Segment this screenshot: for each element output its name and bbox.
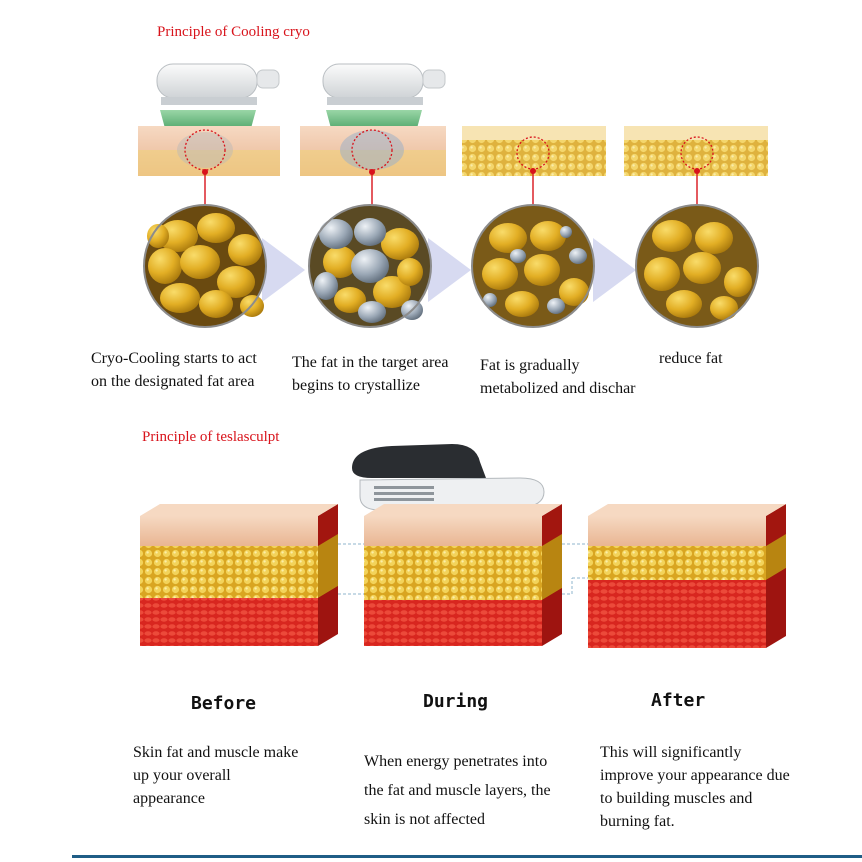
caption-line: reduce fat: [659, 350, 723, 367]
focus-ring-1: [184, 129, 226, 171]
desc-line: the fat and muscle layers, the: [364, 782, 551, 799]
caption-line: metabolized and dischar: [480, 380, 636, 397]
caption-line: begins to crystallize: [292, 377, 420, 394]
desc-line: skin is not affected: [364, 811, 486, 828]
skin-strip-2: [300, 126, 446, 176]
stage-label-during: During: [423, 691, 489, 712]
desc-line: to building muscles and: [600, 790, 753, 807]
transition-arrow-2: [428, 238, 471, 302]
desc-line: burning fat.: [600, 813, 675, 830]
desc-line: When energy penetrates into: [364, 753, 548, 770]
cryo-step-3-caption: Fat is gradually metabolized and dischar: [480, 354, 636, 400]
bottom-divider: [72, 855, 862, 858]
fat-cells-magnified-2: [308, 204, 432, 328]
desc-line: This will significantly: [600, 744, 742, 761]
cryo-step-1-caption: Cryo-Cooling starts to act on the design…: [91, 347, 257, 393]
transition-arrow-3: [593, 238, 636, 302]
teslasculpt-handpiece: [352, 444, 545, 511]
desc-line: Skin fat and muscle make: [133, 744, 299, 761]
transition-arrow-1: [262, 238, 305, 302]
comparison-guides: [338, 543, 588, 595]
tissue-block-before: [140, 504, 338, 646]
desc-line: up your overall: [133, 767, 231, 784]
tesla-section-title: Principle of teslasculpt: [142, 429, 280, 445]
tissue-block-during: [364, 504, 562, 646]
focus-ring-2: [351, 129, 393, 171]
fat-cells-magnified-1: [143, 204, 267, 328]
fat-cells-magnified-3: [471, 204, 595, 328]
cryo-step-4-caption: reduce fat: [659, 347, 723, 370]
cryo-step-2-caption: The fat in the target area begins to cry…: [292, 351, 449, 397]
stage-desc-before: Skin fat and muscle make up your overall…: [133, 741, 298, 810]
skin-strip-4: [624, 126, 768, 176]
skin-strip-3: [462, 126, 606, 176]
fat-cells-magnified-4: [635, 204, 759, 328]
caption-line: on the designated fat area: [91, 373, 255, 390]
tissue-block-after: [588, 504, 786, 648]
stage-label-before: Before: [191, 693, 257, 714]
cryo-section-title: Principle of Cooling cryo: [157, 24, 310, 40]
stage-desc-during: When energy penetrates into the fat and …: [364, 747, 551, 834]
caption-line: Fat is gradually: [480, 357, 580, 374]
caption-line: Cryo-Cooling starts to act: [91, 350, 257, 367]
desc-line: appearance: [133, 790, 205, 807]
desc-line: improve your appearance due: [600, 767, 790, 784]
stage-label-after: After: [651, 690, 706, 711]
caption-line: The fat in the target area: [292, 354, 449, 371]
stage-desc-after: This will significantly improve your app…: [600, 741, 790, 833]
skin-strip-1: [138, 126, 280, 176]
